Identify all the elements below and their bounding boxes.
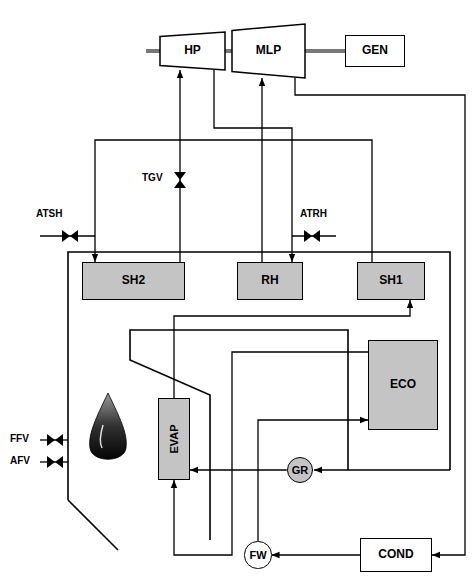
turbine-stage: HP [160, 32, 225, 70]
turbine-outline [232, 24, 305, 78]
shaft-line [305, 49, 345, 53]
node-label: EVAP [168, 424, 180, 453]
atrh-valve [304, 230, 312, 242]
valve-label: FFV [8, 433, 31, 445]
flow-arrow [214, 70, 292, 262]
valve-label: TGV [140, 172, 165, 184]
afv-valve [55, 456, 63, 468]
node-label: FW [249, 549, 266, 561]
valve-label: AFV [8, 455, 32, 467]
heat-exchanger-box: RH [237, 262, 303, 300]
flow-arrow [261, 78, 262, 262]
atsh-valve [70, 230, 78, 242]
pump-circle: FW [244, 541, 271, 568]
node-label: COND [378, 548, 413, 561]
valve-label: ATRH [298, 208, 329, 220]
fan-circle: GR [287, 457, 314, 484]
furnace-hopper [68, 500, 118, 550]
flame-symbol [90, 393, 127, 459]
flow-arrow [174, 352, 368, 555]
furnace-nose-wall [130, 330, 348, 540]
node-label: RH [261, 274, 278, 287]
node-label: SH1 [379, 274, 402, 287]
heat-exchanger-box: ECO [368, 340, 438, 430]
ffv-valve [47, 434, 55, 446]
atrh-valve [312, 230, 320, 242]
flow-arrow [190, 469, 287, 470]
flow-arrow [258, 420, 368, 541]
turbine-outline [160, 32, 225, 70]
node-label: HP [184, 44, 201, 57]
flow-arrow [95, 140, 372, 262]
shaft-line [225, 49, 232, 53]
condenser-box: COND [360, 538, 432, 572]
generator-box: GEN [345, 35, 405, 67]
node-label: ECO [390, 378, 416, 391]
flow-arrow [179, 70, 180, 262]
atsh-valve [62, 230, 70, 242]
boiler-casing [68, 252, 450, 500]
heat-exchanger-box: SH2 [82, 262, 185, 300]
turbine-stage: MLP [232, 24, 305, 78]
node-label: SH2 [122, 274, 145, 287]
evaporator-box: EVAP [158, 398, 190, 480]
valve-label: ATSH [34, 208, 64, 220]
afv-valve [47, 456, 55, 468]
heat-exchanger-box: SH1 [357, 262, 425, 300]
node-label: GEN [362, 44, 388, 57]
flame-highlight [100, 425, 103, 448]
node-label: GR [292, 464, 309, 476]
ffv-valve [55, 434, 63, 446]
flue-gas-line [314, 469, 450, 470]
flow-arrow [272, 554, 360, 555]
node-label: MLP [256, 44, 281, 57]
